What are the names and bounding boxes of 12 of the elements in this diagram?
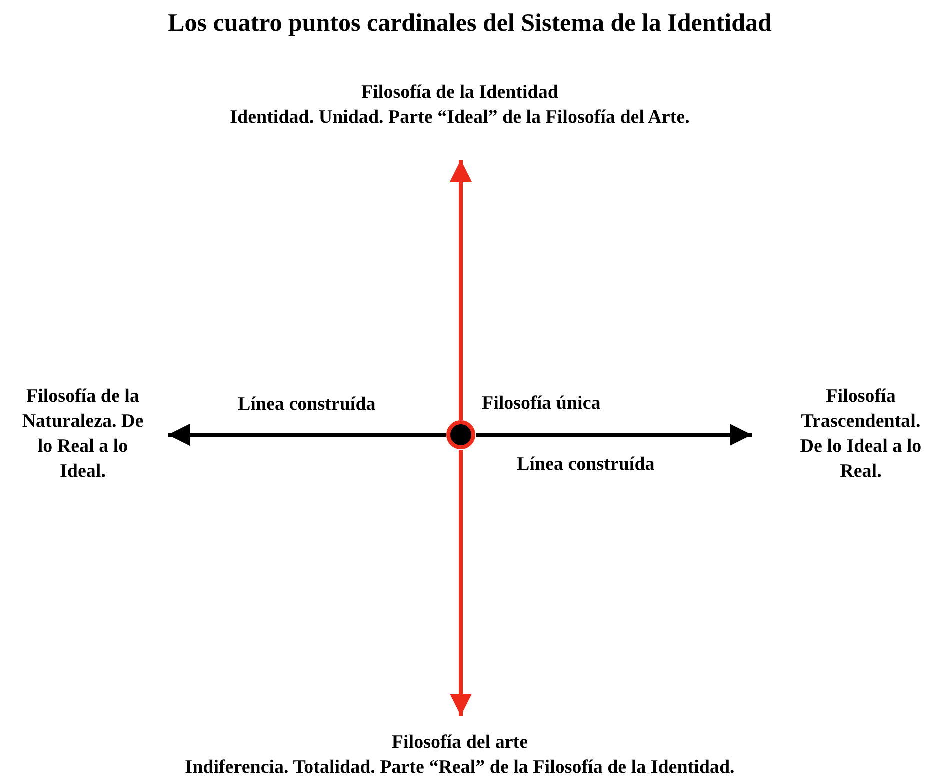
center-circle [446,420,476,450]
diagram-title: Los cuatro puntos cardinales del Sistema de la Identidad [167,10,773,38]
node-text: Filosofía de la Naturaleza. De lo Real a lo Ideal. [21,385,145,484]
node-heading: Filosofía del arte [390,731,530,755]
arrow [450,450,472,716]
arrow [450,160,472,420]
node-description: Identidad. Unidad. Parte “Ideal” de la Filosofía del Arte. [229,106,691,130]
arrow [168,424,446,446]
node-heading: Filosofía de la Identidad [360,81,560,105]
node-text: Filosofía Trascendental. De lo Ideal a lo Real. [799,385,923,484]
node-description: Indiferencia. Totalidad. Parte “Real” de la Filosofía de la Identidad. [184,756,736,776]
arrow [476,424,752,446]
